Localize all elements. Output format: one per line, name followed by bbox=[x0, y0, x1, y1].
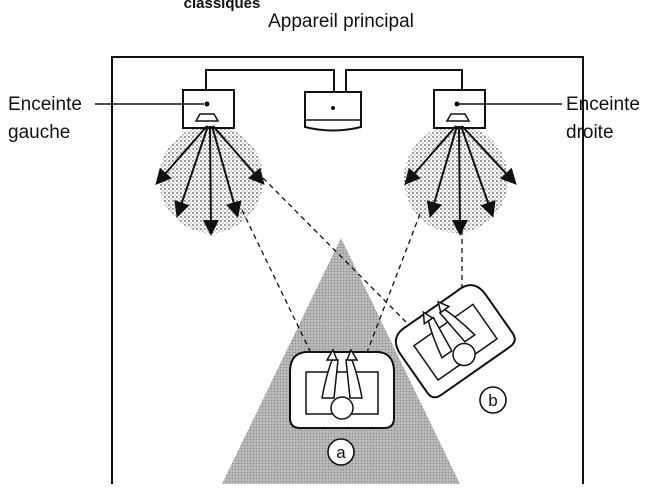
listener-b-icon bbox=[422, 300, 476, 367]
right-speaker-icon bbox=[433, 89, 486, 129]
speaker-cable-right bbox=[345, 69, 463, 92]
right-speaker-label-line2: droite bbox=[566, 122, 614, 143]
left-speaker-label-line1: Enceinte bbox=[8, 94, 82, 115]
right-speaker-label-line1: Enceinte bbox=[566, 94, 640, 115]
position-a-marker: a bbox=[327, 438, 355, 466]
left-speaker-label-line2: gauche bbox=[8, 122, 70, 143]
main-unit-label: Appareil principal bbox=[268, 11, 414, 32]
svg-text:b: b bbox=[488, 391, 497, 410]
main-unit-icon bbox=[304, 91, 362, 132]
armchair-a-icon bbox=[289, 348, 395, 429]
listening-sight-lines bbox=[241, 177, 463, 356]
listener-a-icon bbox=[321, 348, 363, 420]
room-outline bbox=[111, 56, 584, 484]
svg-text:a: a bbox=[336, 443, 346, 462]
left-speaker-icon bbox=[182, 89, 235, 129]
right-sound-arrows bbox=[404, 125, 517, 236]
diagram-title: classiques bbox=[184, 0, 261, 12]
armchair-b-icon bbox=[394, 284, 516, 399]
position-b-marker: b bbox=[479, 386, 507, 414]
left-sound-arrows bbox=[155, 125, 265, 236]
speaker-cable-left bbox=[205, 69, 335, 92]
